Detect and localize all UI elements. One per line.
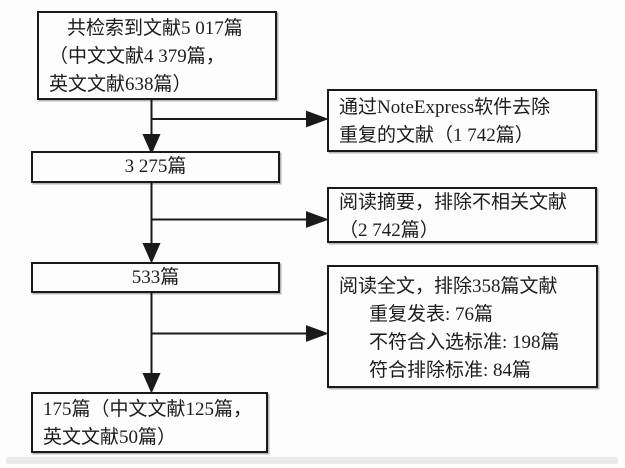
- fulltext-note-line-4: 符合排除标准: 84篇: [369, 360, 532, 381]
- arrow-right-3-head: [306, 325, 329, 342]
- box-total-retrieved: 共检索到文献5 017篇 （中文文献4 379篇， 英文文献638篇）: [37, 11, 277, 100]
- fulltext-note-line-1: 阅读全文，排除358篇文献: [339, 276, 558, 297]
- total-line-3: 英文文献638篇）: [49, 74, 192, 95]
- abstract-note-line-2: （2 742篇）: [339, 220, 439, 241]
- abstract-note-line-1: 阅读摘要，排除不相关文献: [339, 192, 568, 213]
- dedup-note-line-2: 重复的文献（1 742篇）: [339, 125, 534, 146]
- fulltext-note-line-2: 重复发表: 76篇: [369, 304, 494, 325]
- box-dedup-note: 通过NoteExpress软件去除 重复的文献（1 742篇）: [327, 89, 597, 152]
- arrow-down-2-head: [142, 243, 161, 264]
- fulltext-note-line-3: 不符合入选标准: 198篇: [369, 332, 560, 353]
- after-abstract-count: 533篇: [131, 266, 180, 288]
- box-fulltext-note: 阅读全文，排除358篇文献 重复发表: 76篇 不符合入选标准: 198篇 符合…: [327, 265, 598, 388]
- arrow-right-2-head: [306, 211, 329, 228]
- scan-artifact-band: [6, 457, 618, 464]
- dedup-note-line-1: 通过NoteExpress软件去除: [339, 97, 551, 118]
- box-after-dedup: 3 275篇: [31, 151, 280, 183]
- arrow-down-1-head: [142, 134, 161, 155]
- arrow-down-3-head: [142, 373, 161, 394]
- total-line-1: 共检索到文献5 017篇: [67, 18, 243, 39]
- total-line-2: （中文文献4 379篇，: [49, 46, 225, 67]
- after-dedup-count: 3 275篇: [124, 156, 187, 177]
- final-line-1: 175篇（中文文献125篇，: [43, 399, 253, 420]
- box-after-abstract: 533篇: [31, 262, 280, 293]
- arrow-right-1-head: [306, 110, 329, 128]
- final-line-2: 英文文献50篇）: [43, 427, 177, 448]
- box-final-included: 175篇（中文文献125篇， 英文文献50篇）: [31, 392, 268, 453]
- box-abstract-note: 阅读摘要，排除不相关文献 （2 742篇）: [327, 187, 597, 243]
